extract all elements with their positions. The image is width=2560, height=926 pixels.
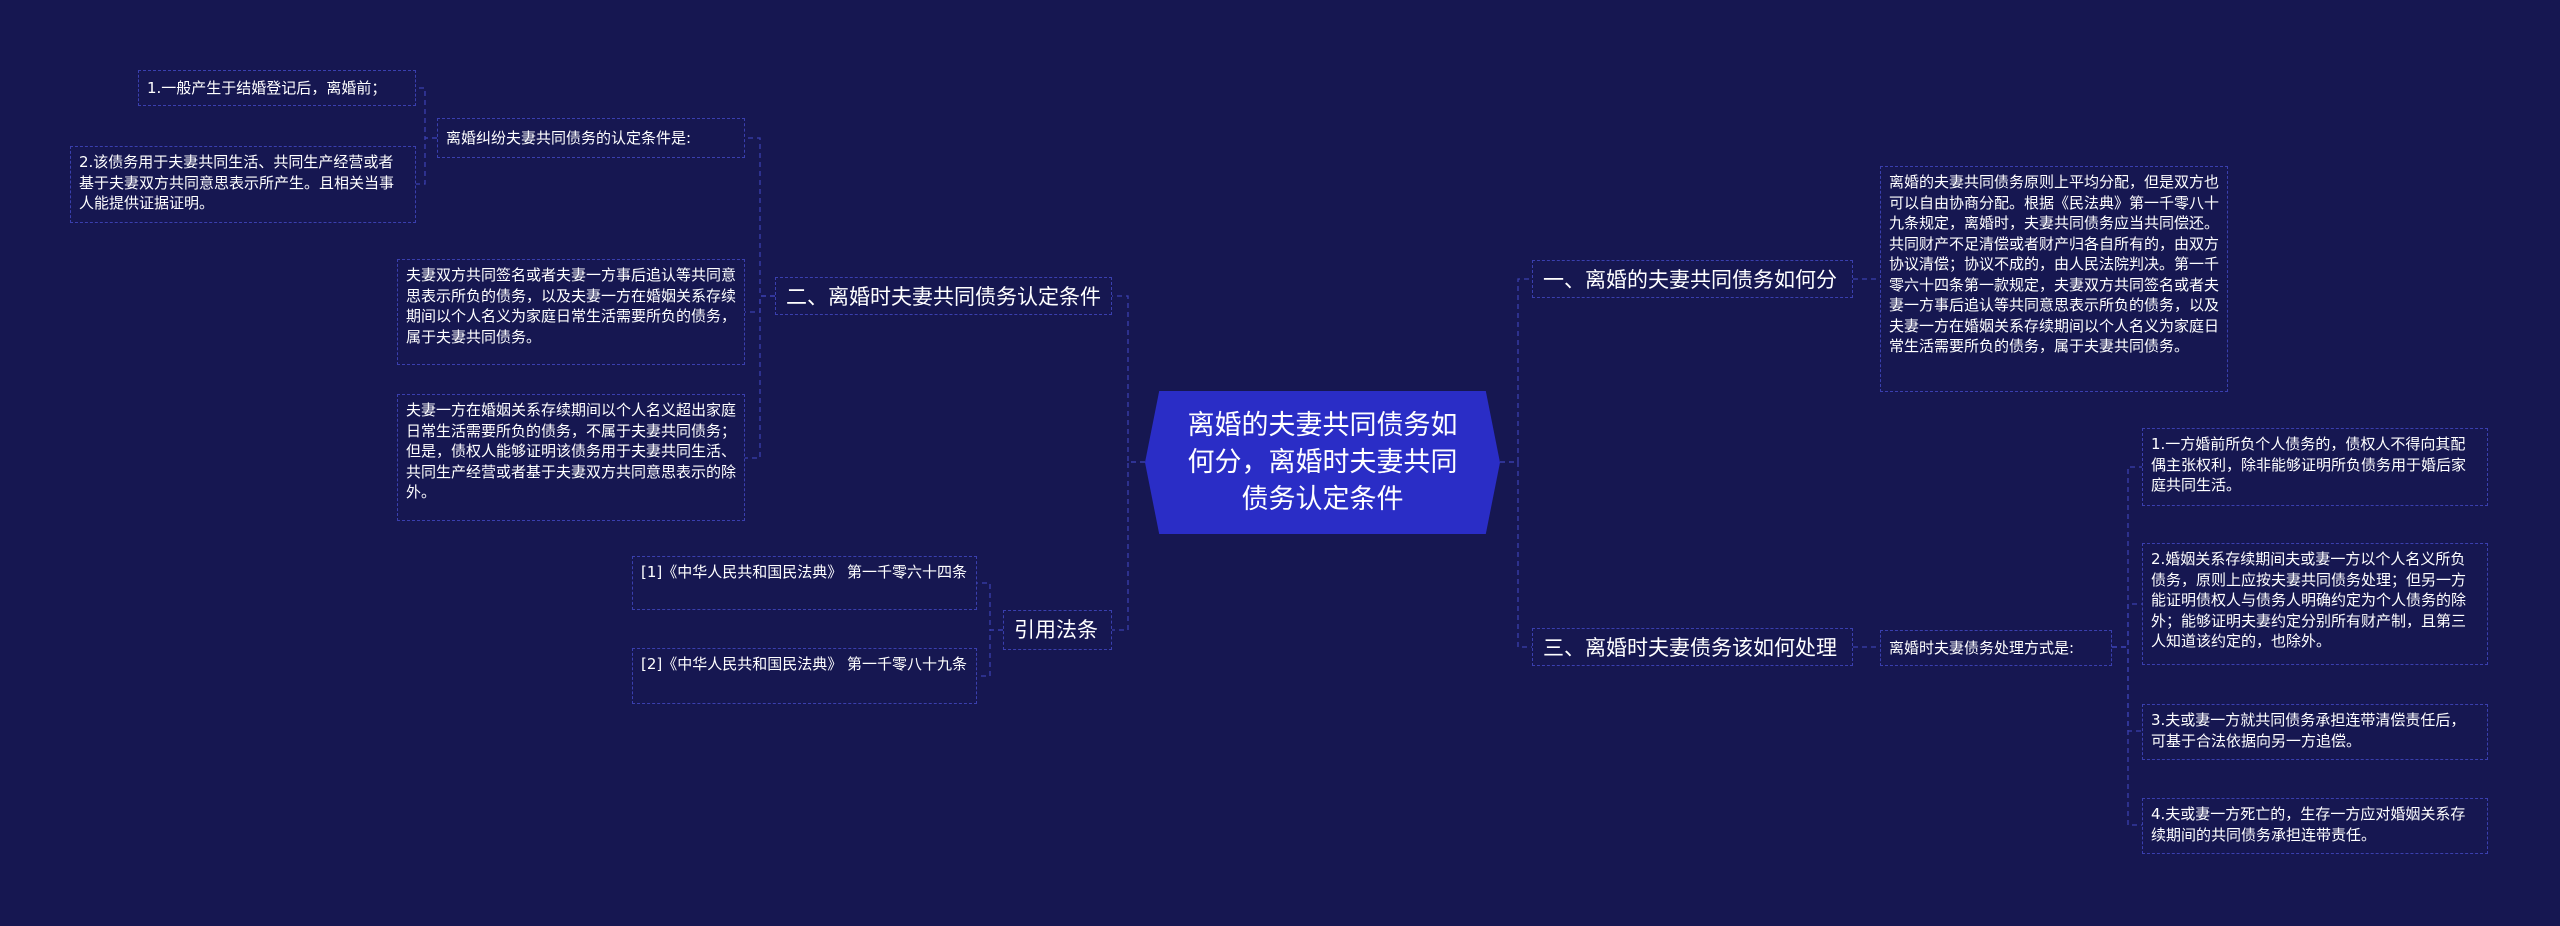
split-text[interactable]: 离婚的夫妻共同债务原则上平均分配，但是双方也可以自由协商分配。根据《民法典》第一… <box>1880 166 2228 392</box>
link-sub-item2 <box>416 137 437 185</box>
handle-item-2[interactable]: 2.婚姻关系存续期间夫或妻一方以个人名义所负债务，原则上应按夫妻共同债务处理；但… <box>2142 543 2488 665</box>
cond-item-2[interactable]: 2.该债务用于夫妻共同生活、共同生产经营或者基于夫妻双方共同意思表示所产生。且相… <box>70 146 416 223</box>
branch-split[interactable]: 一、离婚的夫妻共同债务如何分 <box>1532 260 1853 298</box>
handle-sub-label[interactable]: 离婚时夫妻债务处理方式是: <box>1880 630 2112 666</box>
cond-text-1[interactable]: 夫妻双方共同签名或者夫妻一方事后追认等共同意思表示所负的债务，以及夫妻一方在婚姻… <box>397 259 745 365</box>
law-ref-1[interactable]: [1]《中华人民共和国民法典》 第一千零六十四条 <box>632 556 977 610</box>
handle-item-3[interactable]: 3.夫或妻一方就共同债务承担连带清偿责任后，可基于合法依据向另一方追偿。 <box>2142 704 2488 760</box>
link-law-ref1 <box>977 582 1003 631</box>
handle-item-4[interactable]: 4.夫或妻一方死亡的，生存一方应对婚姻关系存续期间的共同债务承担连带责任。 <box>2142 798 2488 854</box>
link-handle-item2 <box>2112 603 2142 648</box>
link-cond-text2 <box>745 295 775 459</box>
branch-law[interactable]: 引用法条 <box>1003 610 1112 650</box>
link-root-cond <box>1112 295 1145 463</box>
link-handle-item1 <box>2112 466 2142 648</box>
link-handle-item3 <box>2112 646 2142 732</box>
link-root-split <box>1500 278 1532 463</box>
branch-cond[interactable]: 二、离婚时夫妻共同债务认定条件 <box>775 277 1112 315</box>
law-ref-2[interactable]: [2]《中华人民共和国民法典》 第一千零八十九条 <box>632 648 977 704</box>
link-root-law <box>1112 461 1145 631</box>
link-law-ref2 <box>977 629 1003 677</box>
cond-text-2[interactable]: 夫妻一方在婚姻关系存续期间以个人名义超出家庭日常生活需要所负的债务，不属于夫妻共… <box>397 394 745 521</box>
cond-sub-label[interactable]: 离婚纠纷夫妻共同债务的认定条件是: <box>437 118 745 158</box>
cond-item-1[interactable]: 1.一般产生于结婚登记后，离婚前； <box>138 70 416 106</box>
link-root-handle <box>1500 461 1532 648</box>
link-cond-sub <box>745 137 775 297</box>
branch-handle[interactable]: 三、离婚时夫妻债务该如何处理 <box>1532 628 1853 666</box>
link-handle-item4 <box>2112 646 2142 826</box>
root-topic[interactable]: 离婚的夫妻共同债务如何分，离婚时夫妻共同债务认定条件 <box>1145 391 1500 534</box>
link-sub-item1 <box>416 87 437 139</box>
handle-item-1[interactable]: 1.一方婚前所负个人债务的，债权人不得向其配偶主张权利，除非能够证明所负债务用于… <box>2142 428 2488 506</box>
